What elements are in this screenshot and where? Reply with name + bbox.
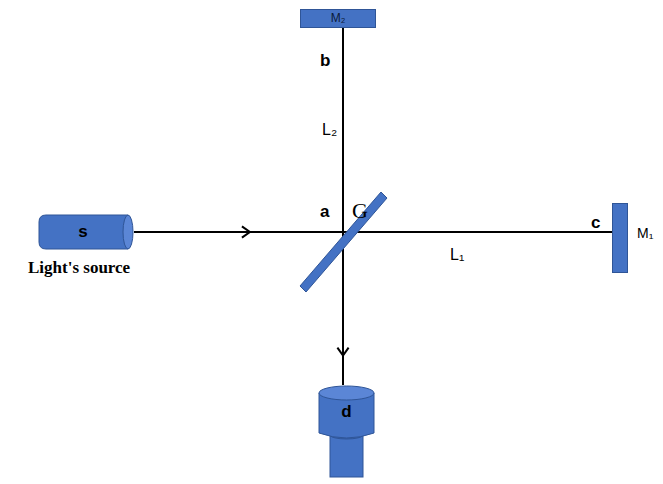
mirror-m2: M₂ <box>300 9 376 28</box>
detector-outline <box>318 385 375 479</box>
splitter-label: G <box>352 200 368 222</box>
point-label: b <box>320 52 330 69</box>
mirror-label: M₂ <box>300 9 376 28</box>
length-label: L₁ <box>450 247 464 263</box>
beam-splitter: G <box>295 184 391 280</box>
source-caption: Light's source <box>28 259 130 276</box>
detector: d <box>318 385 375 479</box>
length-label: L₂ <box>322 122 337 138</box>
beam-splitter-outline <box>295 184 391 280</box>
light-source: sLight's source <box>38 214 134 250</box>
point-label: a <box>320 203 329 220</box>
source-letter: s <box>38 214 128 250</box>
light-beam <box>391 232 612 233</box>
mirror-label: M₁ <box>637 226 653 240</box>
light-beam <box>337 280 348 385</box>
point-label: c <box>591 214 600 231</box>
light-beam <box>134 226 295 237</box>
light-beam <box>343 28 344 184</box>
mirror-m1: M₁ <box>612 203 660 273</box>
detector-letter: d <box>318 403 375 420</box>
